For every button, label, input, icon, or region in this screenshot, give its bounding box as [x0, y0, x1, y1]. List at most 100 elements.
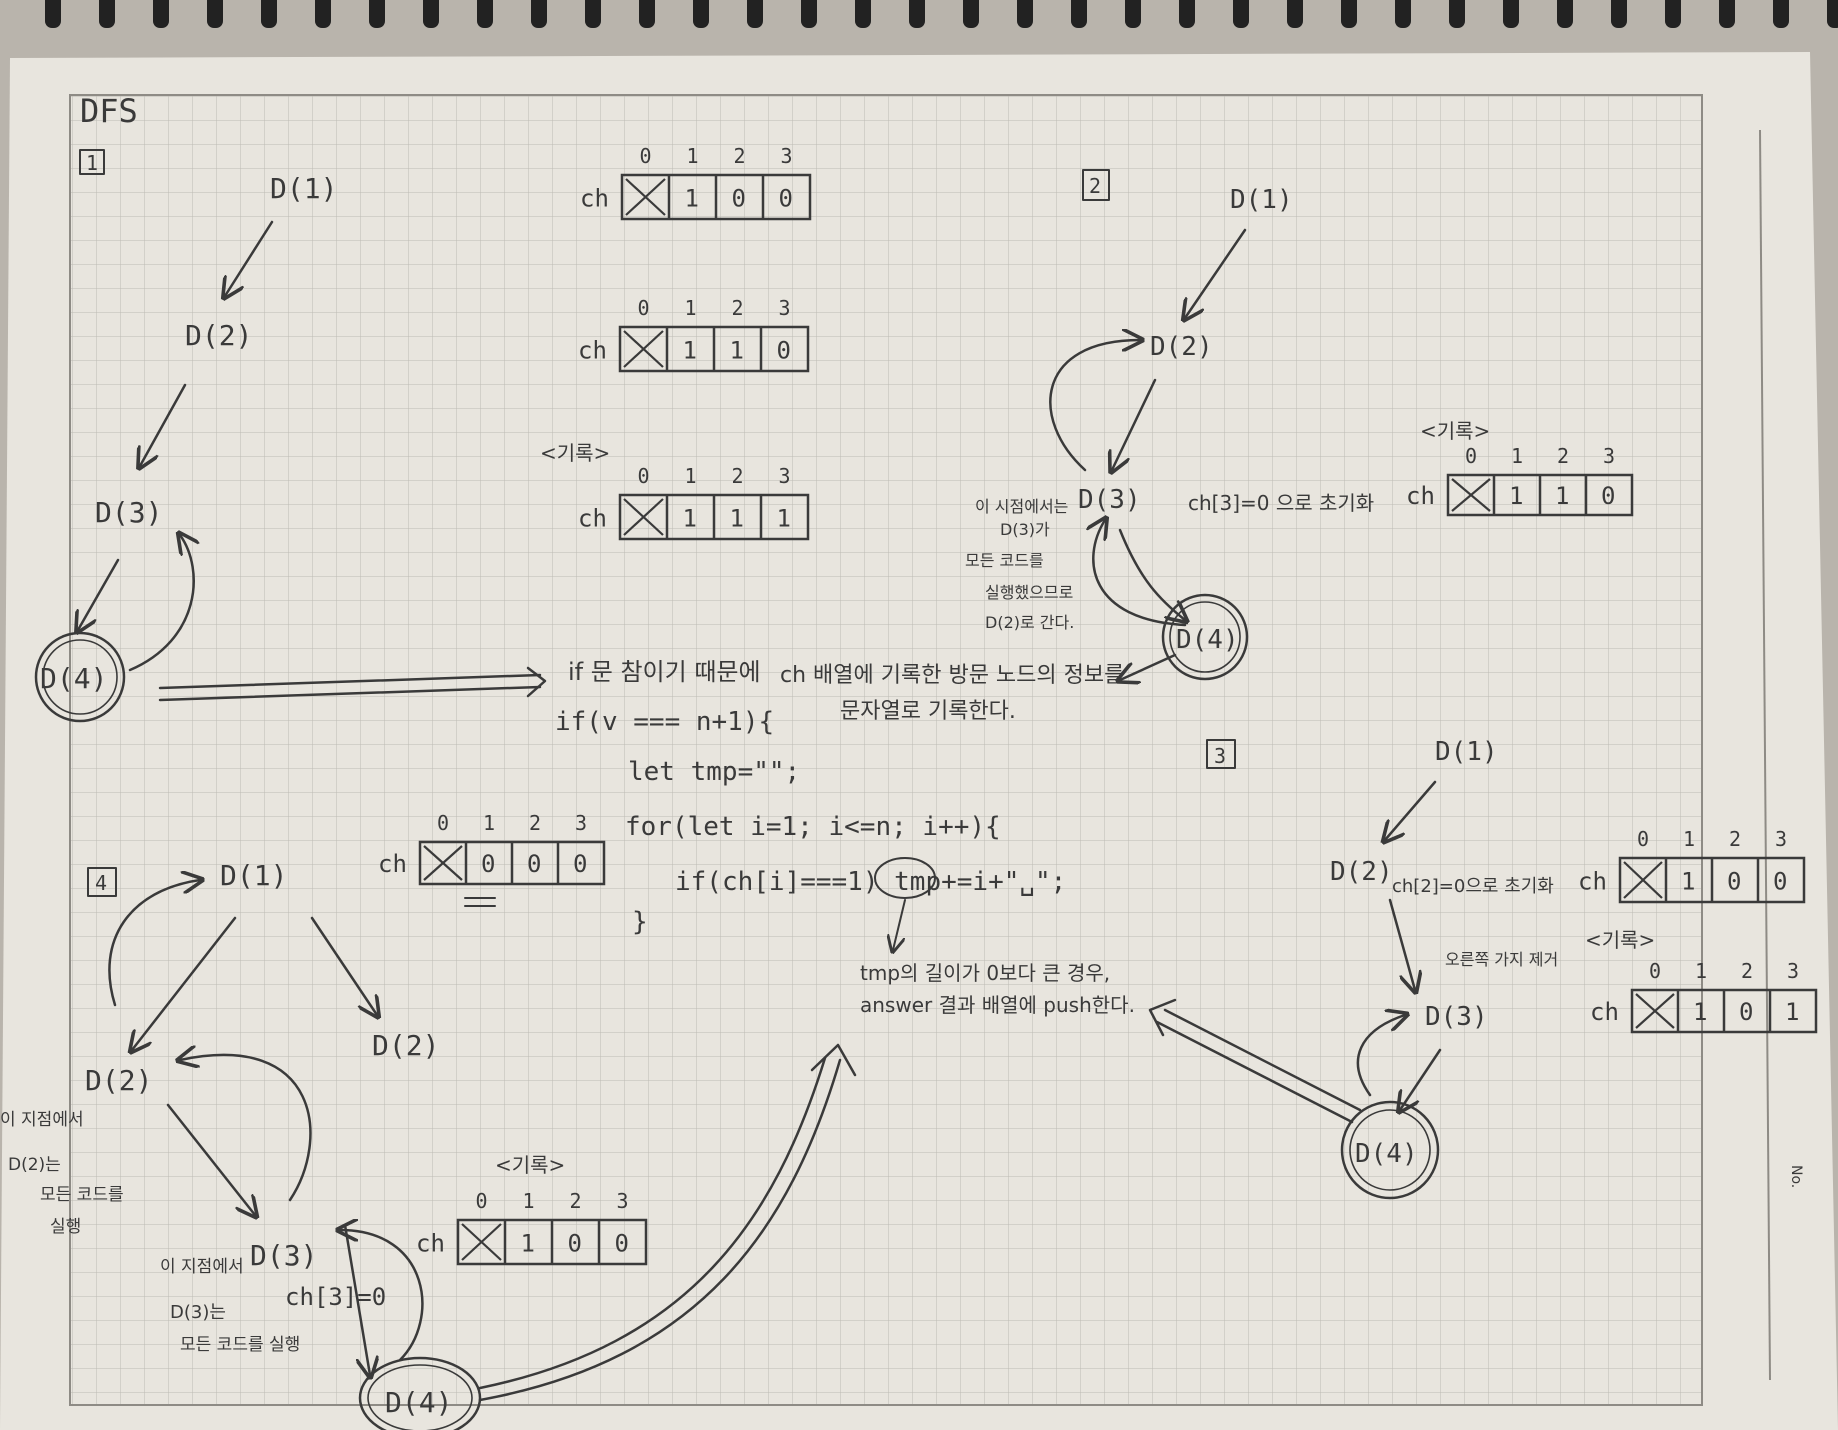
binding-ring	[207, 0, 223, 28]
note-reset: ch[3]=0 으로 초기화	[1188, 491, 1374, 515]
binding-ring	[1341, 0, 1357, 28]
center-notes: if 문 참이기 때문에 ch 배열에 기록한 방문 노드의 정보를 문자열로 …	[555, 658, 1135, 1017]
array-index: 3	[779, 464, 791, 488]
array-cell: 0	[732, 185, 746, 213]
array-label: ch	[1590, 998, 1619, 1026]
panel-number-box	[87, 867, 117, 897]
node-d2: D(2)	[1330, 857, 1393, 887]
array-index: 2	[1729, 827, 1741, 851]
note-d2-2: D(2)는	[8, 1155, 61, 1175]
binding-ring	[423, 0, 439, 28]
array-index: 3	[1787, 959, 1799, 983]
array-index: 3	[1775, 827, 1787, 851]
note-line-3: 모든 코드를	[965, 551, 1044, 570]
binding-ring	[1719, 0, 1735, 28]
binding-ring	[153, 0, 169, 28]
code-line-3: for(let i=1; i<=n; i++){	[625, 812, 1001, 842]
binding-ring	[639, 0, 655, 28]
node-d4: D(4)	[1176, 625, 1239, 655]
note-line-5: D(2)로 간다.	[985, 613, 1074, 632]
node-d1: D(1)	[270, 172, 337, 205]
note-line-2: D(3)가	[1000, 520, 1050, 539]
array-index: 2	[1557, 444, 1569, 468]
node-d4: D(4)	[40, 662, 107, 695]
code-line-2: let tmp="";	[628, 757, 800, 787]
array-index: 0	[437, 811, 449, 835]
array-cell: 1	[730, 505, 744, 533]
array-label: ch	[416, 1230, 445, 1258]
array-index: 3	[617, 1189, 629, 1213]
binding-ring	[1665, 0, 1681, 28]
center-note-1: tmp의 길이가 0보다 큰 경우,	[860, 961, 1110, 985]
binding-ring	[531, 0, 547, 28]
array-index: 0	[638, 464, 650, 488]
note-d3-2: 모든 코드를 실행	[180, 1335, 300, 1355]
array-cell: 0	[573, 850, 587, 878]
array-index: 1	[685, 464, 697, 488]
binding-ring	[963, 0, 979, 28]
array-index: 2	[732, 464, 744, 488]
array-cell: 1	[1555, 482, 1569, 510]
binding-ring	[909, 0, 925, 28]
array-cell: 1	[777, 505, 791, 533]
array-label: ch	[580, 185, 609, 213]
spiral-binding	[45, 0, 1838, 28]
node-d2: D(2)	[1150, 332, 1213, 362]
note-ch3: ch[3]=0	[285, 1283, 386, 1311]
panel-3: 3 D(1) D(2) ch[2]=0으로 초기화 오른쪽 가지 제거 D(3)…	[1148, 737, 1818, 1200]
array-index: 1	[685, 296, 697, 320]
binding-ring	[261, 0, 277, 28]
array-cell: 1	[1681, 868, 1695, 896]
array-cell: 0	[779, 185, 793, 213]
array-index: 1	[1683, 827, 1695, 851]
page-title: DFS	[80, 92, 138, 130]
array-index: 1	[687, 144, 699, 168]
array-index: 3	[779, 296, 791, 320]
binding-ring	[1503, 0, 1519, 28]
array-index: 1	[1511, 444, 1523, 468]
panel-number-box	[79, 149, 105, 175]
array-index: 2	[734, 144, 746, 168]
note-d3-1: D(3)는	[170, 1302, 226, 1323]
array-cell: 0	[1739, 998, 1753, 1026]
binding-ring	[1125, 0, 1141, 28]
center-heading-2: ch 배열에 기록한 방문 노드의 정보를	[780, 663, 1124, 688]
array-cell: 0	[777, 337, 791, 365]
binding-ring	[1017, 0, 1033, 28]
array-cell: 1	[1509, 482, 1523, 510]
array-index: 0	[1465, 444, 1477, 468]
record-tag: <기록>	[1420, 419, 1490, 443]
array-index: 2	[1741, 959, 1753, 983]
code-line-1: if(v === n+1){	[555, 707, 774, 737]
node-d2-right: D(2)	[372, 1029, 439, 1062]
center-heading-1: if 문 참이기 때문에	[568, 658, 761, 686]
array-label: ch	[578, 505, 607, 533]
binding-ring	[801, 0, 817, 28]
note-reset: ch[2]=0으로 초기화	[1392, 876, 1554, 897]
array-cell: 1	[521, 1230, 535, 1258]
array-index: 1	[1695, 959, 1707, 983]
record-tag: <기록>	[540, 441, 610, 465]
panel-number: 3	[1214, 744, 1226, 768]
array-index: 3	[575, 811, 587, 835]
grid-area	[70, 95, 1702, 1405]
note-d2-4: 실행	[50, 1217, 81, 1237]
node-d1: D(1)	[220, 859, 287, 892]
binding-ring	[1179, 0, 1195, 28]
array-label: ch	[578, 337, 607, 365]
note-d2-3: 모든 코드를	[40, 1185, 124, 1205]
panel-number: 1	[86, 151, 98, 175]
note-d3-prefix: 이 지점에서	[160, 1257, 244, 1277]
array-cell: 0	[1601, 482, 1615, 510]
binding-ring	[1233, 0, 1249, 28]
center-note-2: answer 결과 배열에 push한다.	[860, 993, 1135, 1017]
array-cell: 0	[481, 850, 495, 878]
array-cell: 1	[730, 337, 744, 365]
array-index: 2	[570, 1189, 582, 1213]
array-index: 0	[1637, 827, 1649, 851]
